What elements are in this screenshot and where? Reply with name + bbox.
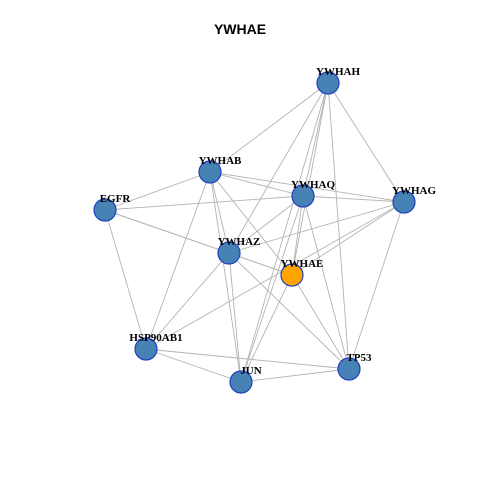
edge-ywhae-tp53 <box>291 274 350 370</box>
edge-ywhag-ywhaz <box>228 201 405 254</box>
node-label-ywhah: YWHAH <box>316 66 360 78</box>
node-ywhah[interactable] <box>316 71 340 95</box>
node-label-egfr: EGFR <box>100 193 132 205</box>
node-label-jun: JUN <box>240 365 261 377</box>
edge-ywhae-jun <box>240 274 293 383</box>
label-layer: YWHAH YWHAB YWHAQ YWHAG EGFR YWHAZ YWHAE HSP90A… <box>100 66 437 377</box>
node-label-tp53: TP53 <box>346 352 372 364</box>
edge-ywhah-ywhaz <box>228 82 329 254</box>
edge-egfr-hsp90ab1 <box>104 209 147 350</box>
edge-ywhab-ywhae <box>209 171 293 276</box>
edge-ywhah-ywhab <box>209 82 329 173</box>
node-ywhab[interactable] <box>198 160 222 184</box>
edge-ywhaz-tp53 <box>228 252 350 370</box>
node-ywhae[interactable] <box>280 263 304 287</box>
node-layer <box>93 71 416 394</box>
node-egfr[interactable] <box>93 198 117 222</box>
edge-ywhag-tp53 <box>348 201 405 370</box>
edge-ywhah-jun <box>240 82 329 383</box>
graph-title: YWHAE <box>213 21 267 37</box>
node-label-ywhae: YWHAE <box>281 258 324 270</box>
edge-ywhag-hsp90ab1 <box>145 201 405 350</box>
edge-ywhaq-ywhag <box>302 195 405 203</box>
node-ywhaz[interactable] <box>217 241 241 265</box>
edge-ywhaq-jun <box>240 195 304 383</box>
edge-ywhab-ywhaz <box>209 171 230 254</box>
edge-ywhaq-ywhaz <box>228 195 304 254</box>
node-label-ywhab: YWHAB <box>199 155 242 167</box>
edge-ywhab-egfr <box>104 171 211 211</box>
node-label-ywhag: YWHAG <box>392 185 436 197</box>
node-label-ywhaz: YWHAZ <box>218 236 261 248</box>
edge-egfr-ywhaq <box>104 195 304 211</box>
node-tp53[interactable] <box>337 357 361 381</box>
edge-hsp90ab1-tp53 <box>145 348 350 370</box>
edge-ywhah-ywhag <box>327 82 405 203</box>
node-ywhaq[interactable] <box>291 184 315 208</box>
edge-ywhah-tp53 <box>327 82 350 370</box>
edge-ywhaq-tp53 <box>302 195 350 370</box>
edge-ywhag-ywhae <box>291 201 405 276</box>
edge-ywhaz-hsp90ab1 <box>145 252 230 350</box>
edge-ywhaq-ywhae <box>291 195 304 276</box>
edge-hsp90ab1-jun <box>145 348 242 383</box>
node-hsp90ab1[interactable] <box>134 337 158 361</box>
node-jun[interactable] <box>229 370 253 394</box>
edge-jun-tp53 <box>240 368 350 383</box>
edge-ywhah-ywhaq <box>302 82 329 197</box>
edge-ywhab-hsp90ab1 <box>145 171 211 350</box>
edge-ywhaz-jun <box>228 252 242 383</box>
edge-ywhah-ywhae <box>291 82 329 276</box>
node-ywhag[interactable] <box>392 190 416 214</box>
edge-ywhab-ywhaq <box>209 171 304 197</box>
edge-ywhab-jun <box>209 171 242 383</box>
node-label-ywhaq: YWHAQ <box>291 179 335 191</box>
node-label-hsp90ab1: HSP90AB1 <box>129 332 182 344</box>
